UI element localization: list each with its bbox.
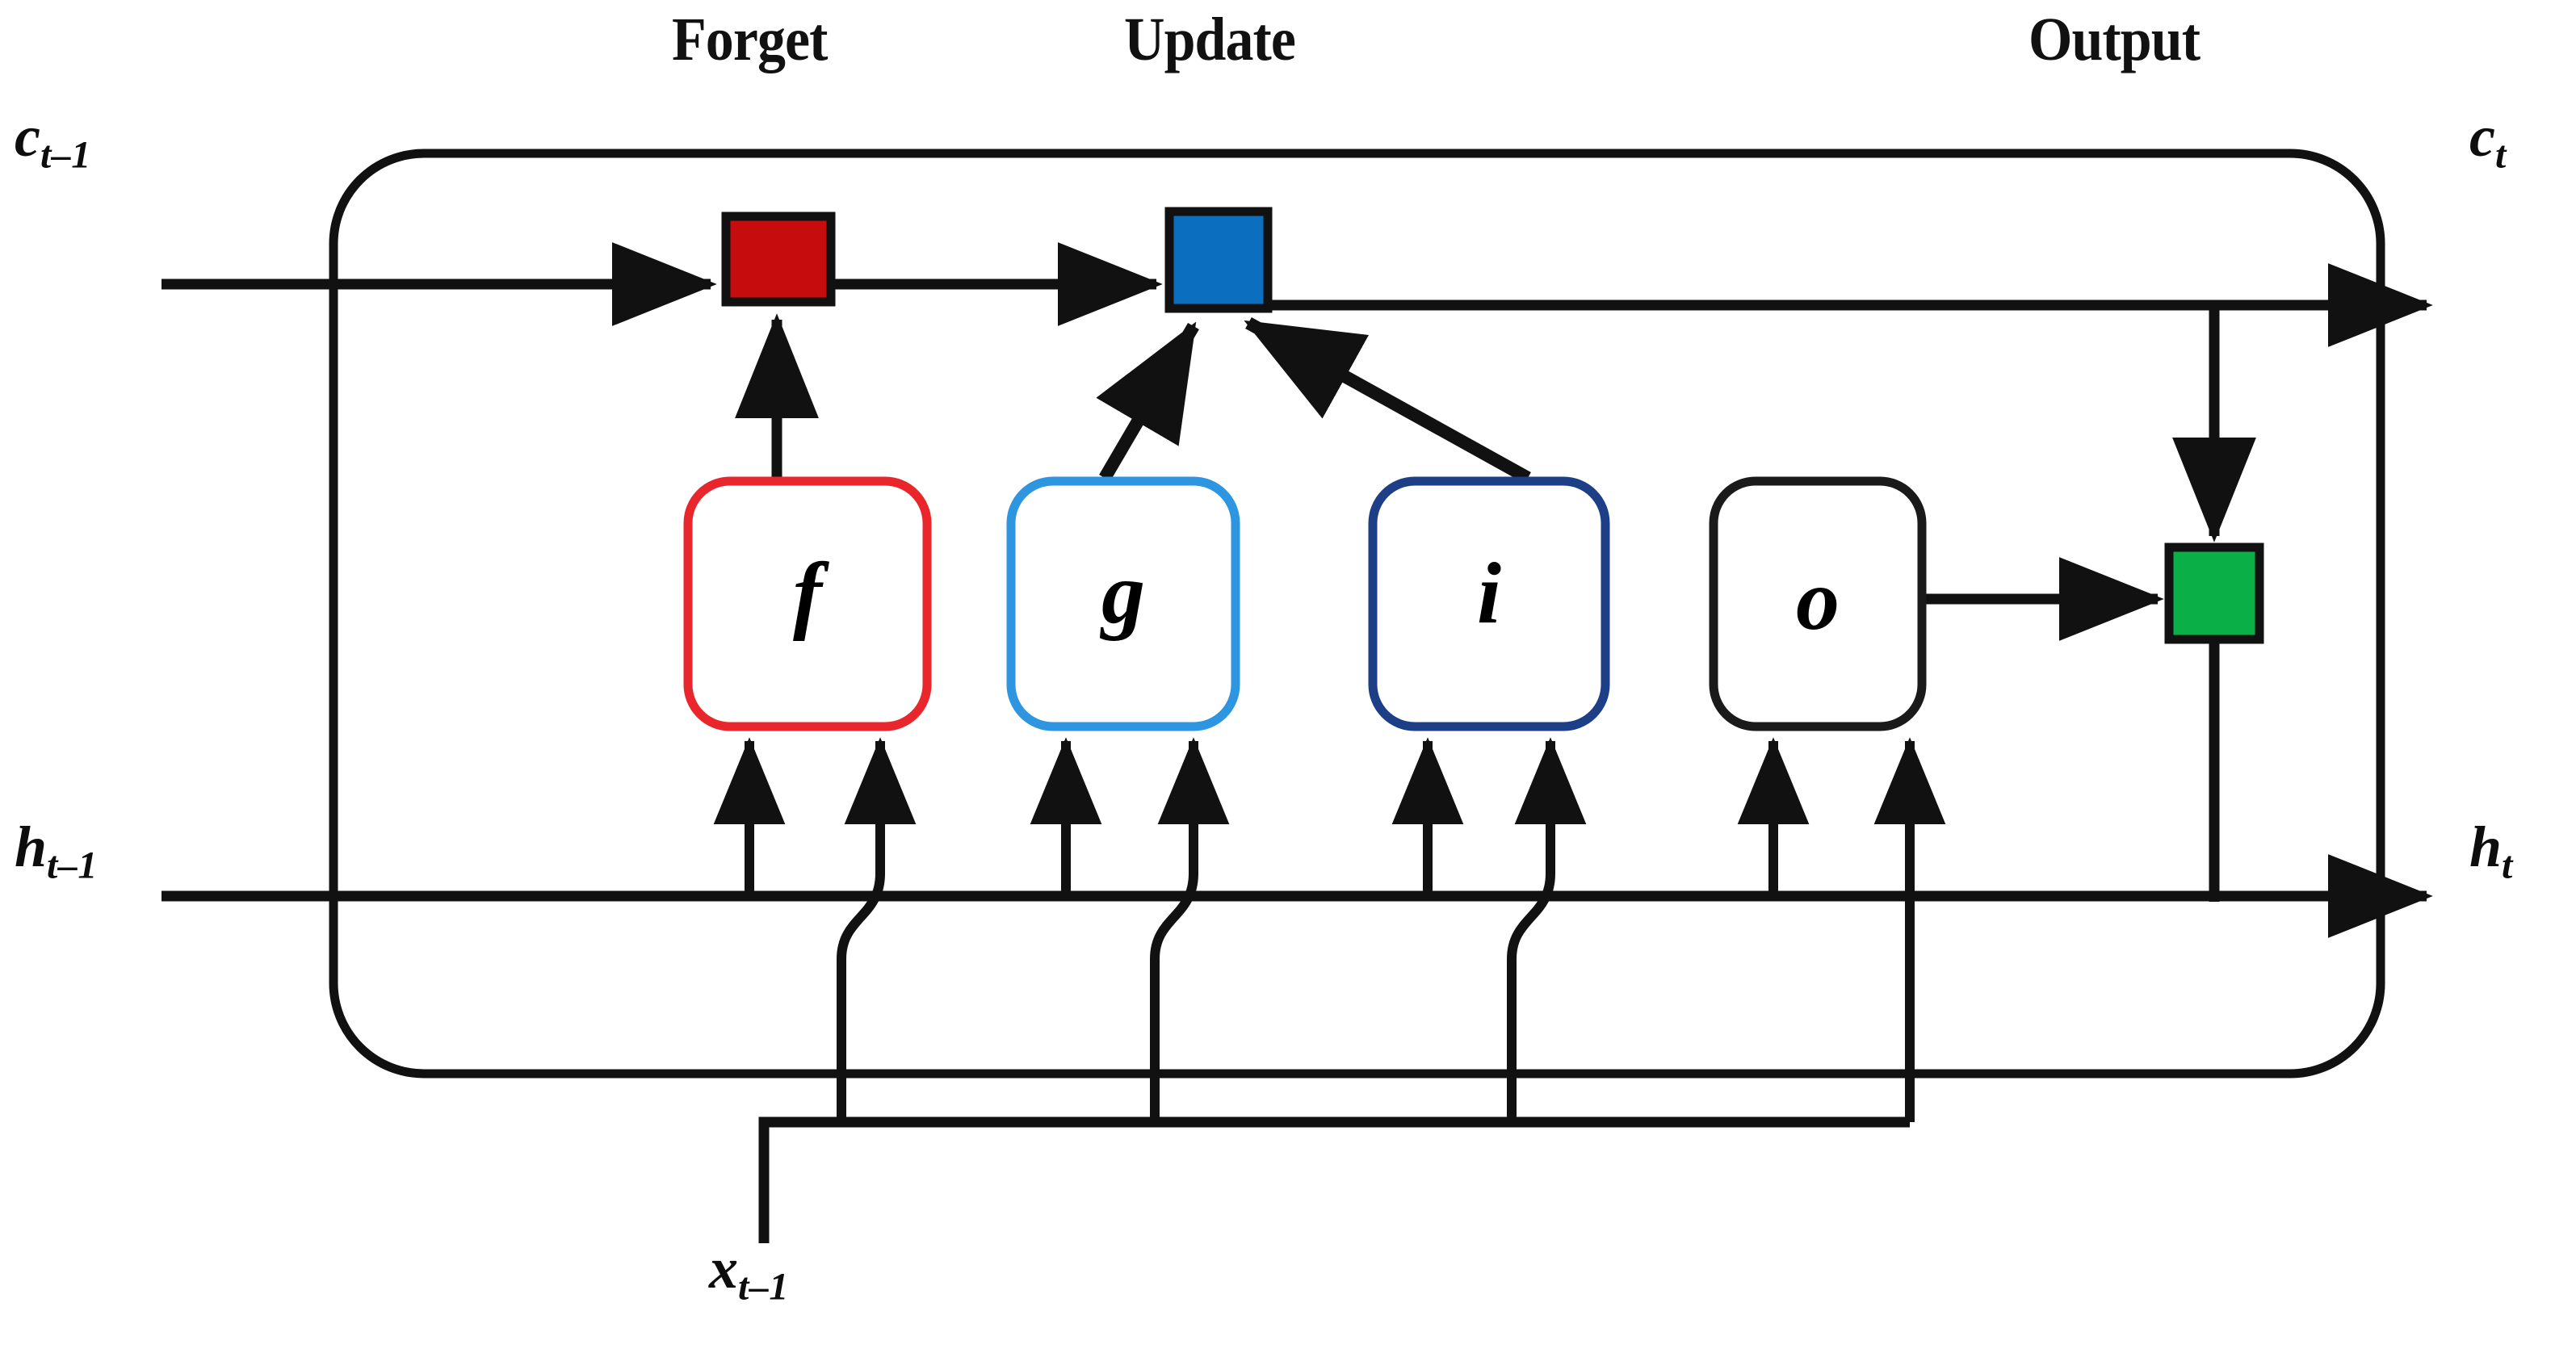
forget-gate-box[interactable] bbox=[683, 476, 932, 731]
forget-gate-wires bbox=[713, 313, 917, 1122]
label-h-out-base: h bbox=[2469, 815, 2503, 879]
label-c-prev-sub: t–1 bbox=[40, 133, 91, 177]
forget-gate-label: f bbox=[793, 546, 822, 642]
gate-boxes bbox=[683, 476, 1927, 731]
output-gate-box[interactable] bbox=[1709, 476, 1927, 731]
x-to-f-arrow bbox=[837, 737, 917, 1122]
cell-gate-wires bbox=[1030, 321, 1230, 1122]
label-c-out-base: c bbox=[2469, 104, 2495, 169]
input-gate-box[interactable] bbox=[1368, 476, 1610, 731]
forget-multiply bbox=[721, 212, 836, 307]
input-gate-wires bbox=[1244, 317, 1587, 1122]
g-to-update-add-arrow bbox=[1096, 321, 1199, 482]
operator-boxes bbox=[721, 207, 2264, 644]
label-x-in-sub: t–1 bbox=[738, 1265, 789, 1309]
label-h-out-sub: t bbox=[2502, 844, 2513, 887]
header-output: Output bbox=[2028, 6, 2201, 73]
cell-gate-box[interactable] bbox=[1006, 476, 1240, 731]
label-x-in: xt–1 bbox=[709, 1235, 789, 1309]
label-x-in-base: x bbox=[709, 1236, 738, 1301]
label-c-prev: ct–1 bbox=[15, 103, 91, 177]
input-gate-label: i bbox=[1476, 546, 1501, 642]
label-c-prev-base: c bbox=[15, 104, 40, 169]
output-gate-label: o bbox=[1796, 552, 1840, 648]
lstm-cell-boundary bbox=[329, 149, 2385, 1079]
cell-state-track bbox=[162, 242, 2433, 347]
header-forget: Forget bbox=[672, 6, 828, 73]
label-h-out: ht bbox=[2469, 814, 2513, 887]
cell-boundary-group bbox=[329, 149, 2385, 1079]
cell-gate-label: g bbox=[1101, 546, 1145, 642]
x-input-riser bbox=[758, 1116, 1910, 1243]
x-to-g-arrow bbox=[1150, 737, 1230, 1122]
update-add bbox=[1164, 207, 1273, 313]
label-h-prev-base: h bbox=[15, 815, 48, 879]
output-multiply bbox=[2164, 542, 2264, 644]
label-c-out: ct bbox=[2469, 103, 2507, 177]
i-to-update-add-arrow bbox=[1244, 317, 1531, 484]
label-c-out-sub: t bbox=[2494, 133, 2507, 177]
output-gate-wires bbox=[1737, 305, 2256, 1122]
input-x-bus bbox=[758, 1116, 1910, 1243]
label-h-prev-sub: t–1 bbox=[47, 844, 98, 887]
x-to-i-arrow bbox=[1507, 737, 1587, 1122]
header-update: Update bbox=[1124, 6, 1296, 73]
label-h-prev: ht–1 bbox=[15, 814, 98, 887]
